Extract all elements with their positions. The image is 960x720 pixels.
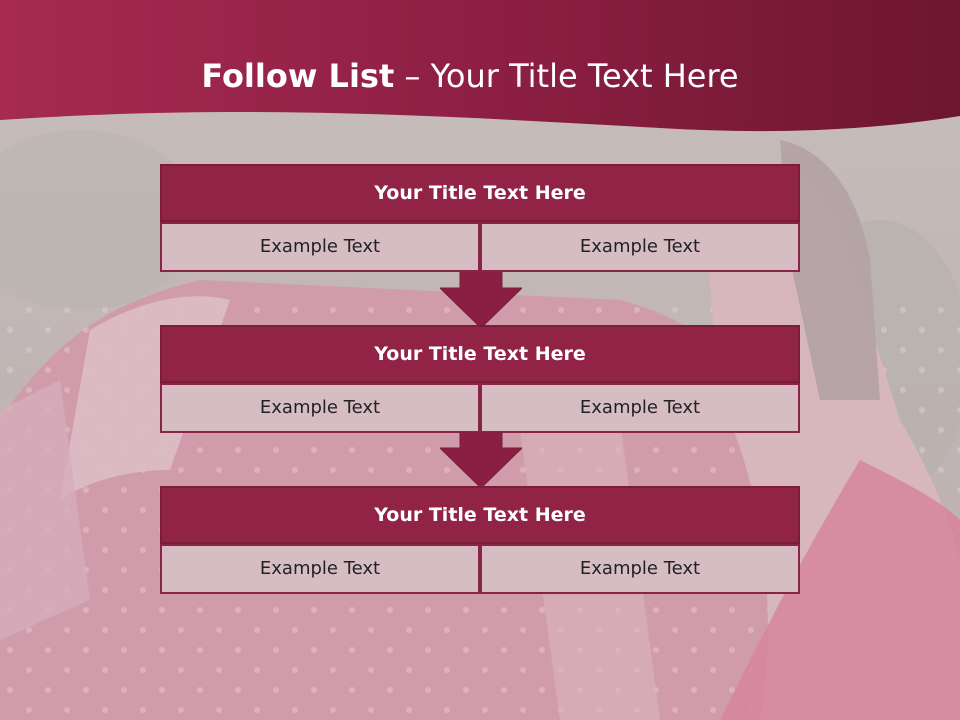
block-title: Your Title Text Here [160,486,800,544]
slide-title-rest: – Your Title Text Here [394,57,739,95]
down-arrow-icon [440,272,522,328]
block-cell-right: Example Text [480,222,800,272]
list-block-2: Your Title Text Here Example Text Exampl… [160,325,800,433]
block-cell-left: Example Text [160,544,480,594]
block-title: Your Title Text Here [160,325,800,383]
block-cell-right: Example Text [480,383,800,433]
slide-title-bold: Follow List [201,57,395,95]
slide-title: Follow List – Your Title Text Here [0,56,940,96]
block-cell-left: Example Text [160,222,480,272]
block-cell-left: Example Text [160,383,480,433]
list-block-1: Your Title Text Here Example Text Exampl… [160,164,800,272]
block-title: Your Title Text Here [160,164,800,222]
down-arrow-icon [440,432,522,488]
list-block-3: Your Title Text Here Example Text Exampl… [160,486,800,594]
block-cell-right: Example Text [480,544,800,594]
